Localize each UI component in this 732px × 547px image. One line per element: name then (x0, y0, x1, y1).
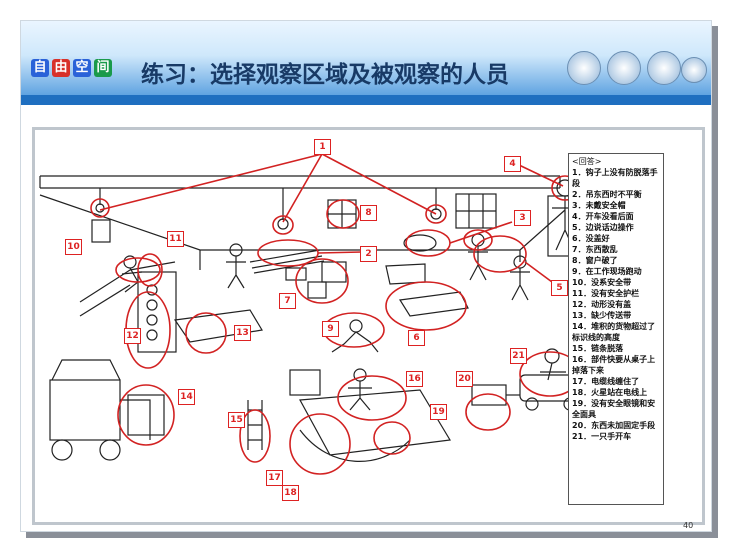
marker-1: 1 (314, 139, 331, 155)
marker-9: 9 (322, 321, 339, 337)
marker-8: 8 (360, 205, 377, 221)
marker-10: 10 (65, 239, 82, 255)
transmission-line-icon (607, 51, 641, 85)
ladder (247, 400, 263, 450)
badge-2: 由 (52, 59, 70, 77)
answer-panel: <回答> 1．钩子上没有防脱落手段 2．吊东西时不平衡 3．未戴安全帽 4．开车… (568, 153, 664, 505)
marker-19: 19 (430, 404, 447, 420)
rolled-pipe (403, 234, 437, 252)
answer-item: 7．东西散乱 (572, 245, 618, 254)
header-bar (21, 95, 711, 105)
page-number: 40 (683, 521, 694, 530)
marker-13: 13 (234, 325, 251, 341)
answer-item: 12．动形没有盖 (572, 300, 632, 309)
answer-item: 17．电缆线缠住了 (572, 377, 640, 386)
marker-20: 20 (456, 371, 473, 387)
answer-item: 9．在工作现场跑动 (572, 267, 642, 276)
answer-item: 5．边说话边操作 (572, 223, 634, 232)
answer-item: 10．没系安全带 (572, 278, 632, 287)
badge-3: 空 (73, 59, 91, 77)
marker-2: 2 (360, 246, 377, 262)
marker-14: 14 (178, 389, 195, 405)
marker-3: 3 (514, 210, 531, 226)
machine-column (137, 271, 177, 353)
work-table (299, 389, 451, 456)
conveyor-rail (79, 261, 176, 303)
conveyor (173, 309, 263, 343)
answer-item: 2．吊东西时不平衡 (572, 190, 642, 199)
floor-cover (398, 291, 469, 317)
answer-item: 19．没有安全眼镜和安全面具 (572, 399, 656, 419)
answer-item: 14．堆积的货物超过了标识线的高度 (572, 322, 656, 342)
power-tower-icon (567, 51, 601, 85)
marker-11: 11 (167, 231, 184, 247)
slide-title: 练习：选择观察区域及被观察的人员 (141, 62, 509, 88)
pipe-bundle (249, 249, 325, 274)
marker-7: 7 (279, 293, 296, 309)
marker-15: 15 (228, 412, 245, 428)
badge-4: 间 (94, 59, 112, 77)
answer-item: 18．火星站在电线上 (572, 388, 648, 397)
slide-header: 自 由 空 间 练习：选择观察区域及被观察的人员 (21, 21, 711, 97)
arrow-icon (681, 57, 707, 83)
answer-item: 15．链条脱落 (572, 344, 624, 353)
marker-6: 6 (408, 330, 425, 346)
marker-17: 17 (266, 470, 283, 486)
answer-header: <回答> (572, 157, 602, 166)
marker-21: 21 (510, 348, 527, 364)
cable (299, 429, 411, 462)
airplane-icon (647, 51, 681, 85)
answer-item: 8．窗户破了 (572, 256, 618, 265)
answer-item: 6．没盖好 (572, 234, 610, 243)
hanging-load (91, 219, 111, 243)
answer-item: 3．未戴安全帽 (572, 201, 626, 210)
crane-beam (40, 175, 560, 189)
marker-16: 16 (406, 371, 423, 387)
answer-item: 21．一只手开车 (572, 432, 632, 441)
marker-4: 4 (504, 156, 521, 172)
answer-item: 1．钩子上没有防脱落手段 (572, 168, 658, 188)
marker-18: 18 (282, 485, 299, 501)
badge-1: 自 (31, 59, 49, 77)
forklift (49, 379, 121, 441)
answer-item: 20．东西未加固定手段 (572, 421, 656, 430)
marker-12: 12 (124, 328, 141, 344)
answer-item: 16．部件快要从桌子上掉落下来 (572, 355, 656, 375)
marker-5: 5 (551, 280, 568, 296)
answer-item: 13．缺少传送带 (572, 311, 632, 320)
answer-item: 4．开车没看后面 (572, 212, 634, 221)
answer-item: 11．没有安全护栏 (572, 289, 640, 298)
